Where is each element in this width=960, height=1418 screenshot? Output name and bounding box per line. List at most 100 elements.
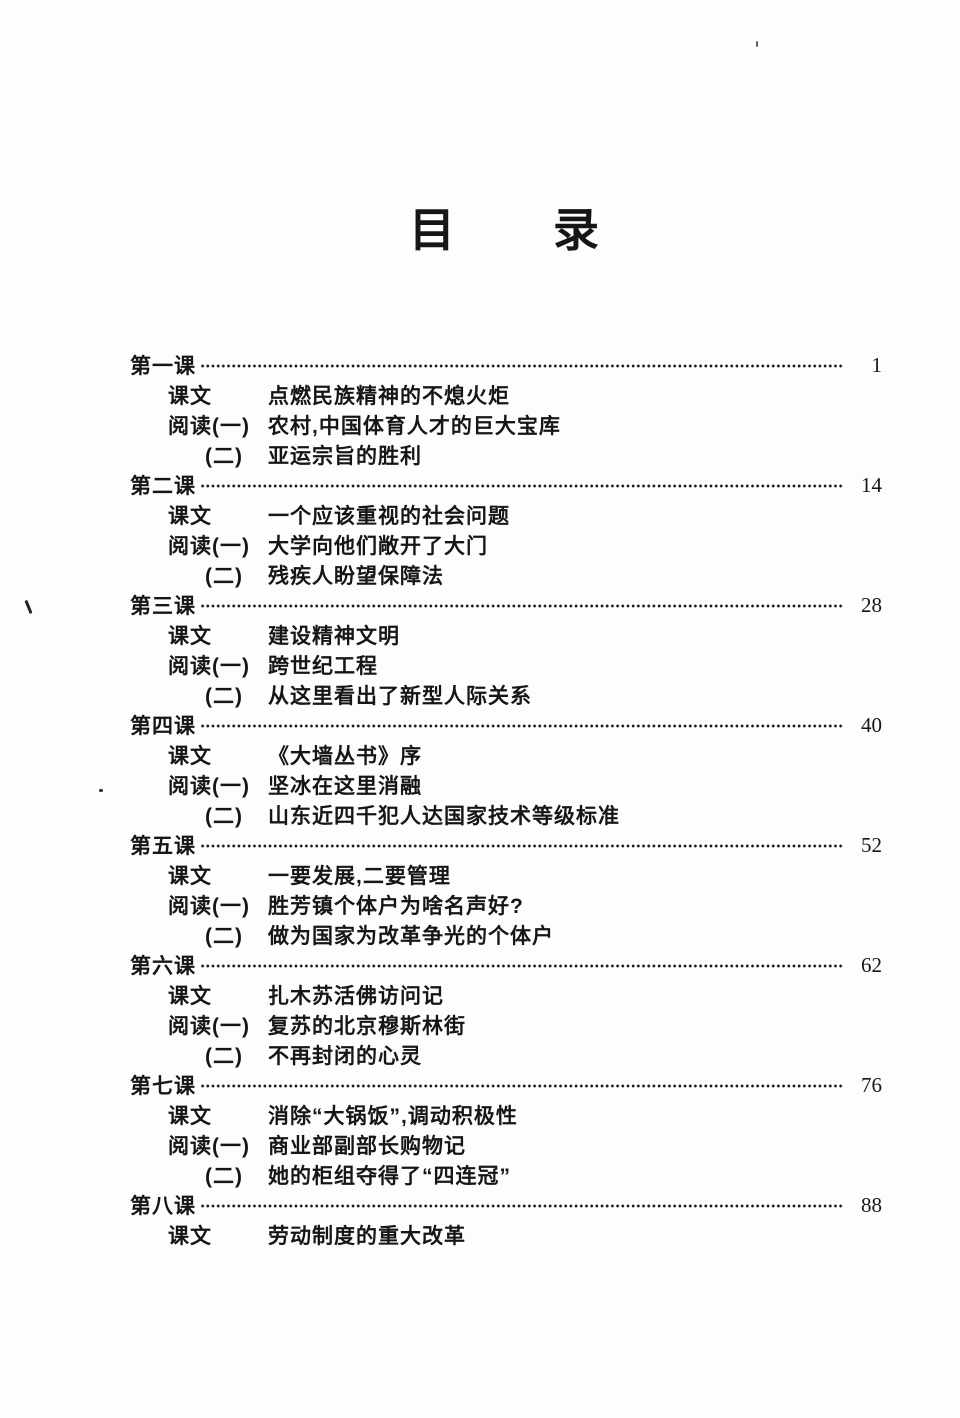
item-label: (二) [205,565,243,588]
item-title: 复苏的北京穆斯林街 [268,1015,466,1038]
item-label: 课文 [168,625,212,648]
toc-item-row: (二) 不再封闭的心灵 [130,1040,882,1070]
item-label: (二) [205,1165,243,1188]
lesson-header-row: 第七课 76 [130,1070,882,1100]
item-title: 一个应该重视的社会问题 [268,505,510,528]
toc-item-row: 课文 消除“大锅饭”,调动积极性 [130,1100,882,1130]
dot-leader [200,950,843,980]
dot-leader [200,350,843,380]
toc-lesson-7: 第七课 76 课文 消除“大锅饭”,调动积极性 阅读(一) 商业部副部长购物记 … [130,1070,882,1190]
item-label: (二) [205,685,243,708]
item-title: 建设精神文明 [268,625,400,648]
item-title: 坚冰在这里消融 [268,775,422,798]
dot-leader [200,1070,843,1100]
lesson-title: 第四课 [130,715,196,738]
toc-item-row: 阅读(一) 复苏的北京穆斯林街 [130,1010,882,1040]
lesson-page-number: 52 [861,832,882,857]
toc-lesson-4: 第四课 40 课文 《大墙丛书》序 阅读(一) 坚冰在这里消融 (二) 山东近四… [130,710,882,830]
toc-lesson-3: 第三课 28 课文 建设精神文明 阅读(一) 跨世纪工程 (二) 从这里看出了新… [130,590,882,710]
item-title: 农村,中国体育人才的巨大宝库 [268,415,561,438]
item-title: 残疾人盼望保障法 [268,565,444,588]
item-label: 课文 [168,505,212,528]
lesson-title: 第八课 [130,1195,196,1218]
toc-lesson-1: 第一课 1 课文 点燃民族精神的不熄火炬 阅读(一) 农村,中国体育人才的巨大宝… [130,350,882,470]
item-title: 扎木苏活佛访问记 [268,985,444,1008]
scan-artifact-speck [756,41,758,47]
item-label: 阅读(一) [168,1135,250,1158]
item-label: 课文 [168,745,212,768]
item-title: 商业部副部长购物记 [268,1135,466,1158]
toc-item-row: 阅读(一) 大学向他们敞开了大门 [130,530,882,560]
item-label: 阅读(一) [168,895,250,918]
item-label: 阅读(一) [168,415,250,438]
item-title: 山东近四千犯人达国家技术等级标准 [268,805,620,828]
item-title: 做为国家为改革争光的个体户 [268,925,554,948]
item-title: 不再封闭的心灵 [268,1045,422,1068]
lesson-page-number: 62 [861,952,882,977]
lesson-title: 第五课 [130,835,196,858]
lesson-title: 第一课 [130,355,196,378]
lesson-page-number: 88 [861,1192,882,1217]
dot-leader [200,830,843,860]
scan-artifact-dot [99,789,103,792]
item-title: 一要发展,二要管理 [268,865,451,888]
lesson-header-row: 第四课 40 [130,710,882,740]
toc-item-row: 课文 扎木苏活佛访问记 [130,980,882,1010]
toc-item-row: 课文 点燃民族精神的不熄火炬 [130,380,882,410]
item-title: 胜芳镇个体户为啥名声好? [268,895,524,918]
toc-item-row: (二) 残疾人盼望保障法 [130,560,882,590]
toc-item-row: 阅读(一) 坚冰在这里消融 [130,770,882,800]
item-title: 点燃民族精神的不熄火炬 [268,385,510,408]
lesson-header-row: 第六课 62 [130,950,882,980]
item-label: 课文 [168,865,212,888]
item-label: 阅读(一) [168,655,250,678]
dot-leader [200,1190,843,1220]
toc-item-row: 阅读(一) 跨世纪工程 [130,650,882,680]
toc-item-row: (二) 亚运宗旨的胜利 [130,440,882,470]
toc-item-row: 阅读(一) 商业部副部长购物记 [130,1130,882,1160]
toc-item-row: 课文 一个应该重视的社会问题 [130,500,882,530]
toc-item-row: (二) 做为国家为改革争光的个体户 [130,920,882,950]
toc-item-row: 课文 一要发展,二要管理 [130,860,882,890]
lesson-page-number: 1 [871,352,883,377]
toc-item-row: 课文 建设精神文明 [130,620,882,650]
toc-item-row: (二) 从这里看出了新型人际关系 [130,680,882,710]
lesson-header-row: 第五课 52 [130,830,882,860]
item-title: 《大墙丛书》序 [268,745,422,768]
item-label: 课文 [168,985,212,1008]
toc-lesson-8: 第八课 88 课文 劳动制度的重大改革 [130,1190,882,1250]
page-title: 目 录 [409,204,601,256]
dot-leader [200,710,843,740]
toc-item-row: 阅读(一) 农村,中国体育人才的巨大宝库 [130,410,882,440]
lesson-header-row: 第二课 14 [130,470,882,500]
lesson-title: 第二课 [130,475,196,498]
lesson-page-number: 28 [861,592,882,617]
toc-item-row: (二) 山东近四千犯人达国家技术等级标准 [130,800,882,830]
toc-lesson-5: 第五课 52 课文 一要发展,二要管理 阅读(一) 胜芳镇个体户为啥名声好? (… [130,830,882,950]
item-label: 阅读(一) [168,1015,250,1038]
toc-item-row: (二) 她的柜组夺得了“四连冠” [130,1160,882,1190]
lesson-header-row: 第八课 88 [130,1190,882,1220]
item-title: 大学向他们敞开了大门 [268,535,488,558]
lesson-page-number: 14 [861,472,882,497]
item-title: 从这里看出了新型人际关系 [268,685,532,708]
item-label: (二) [205,805,243,828]
toc-item-row: 课文 劳动制度的重大改革 [130,1220,882,1250]
table-of-contents: 第一课 1 课文 点燃民族精神的不熄火炬 阅读(一) 农村,中国体育人才的巨大宝… [130,350,882,1250]
lesson-title: 第三课 [130,595,196,618]
item-label: (二) [205,445,243,468]
item-label: 阅读(一) [168,775,250,798]
item-title: 跨世纪工程 [268,655,378,678]
dot-leader [200,590,843,620]
item-title: 亚运宗旨的胜利 [268,445,422,468]
item-label: 课文 [168,385,212,408]
toc-item-row: 阅读(一) 胜芳镇个体户为啥名声好? [130,890,882,920]
lesson-title: 第七课 [130,1075,196,1098]
item-label: 课文 [168,1105,212,1128]
toc-item-row: 课文 《大墙丛书》序 [130,740,882,770]
item-title: 她的柜组夺得了“四连冠” [268,1165,511,1188]
toc-lesson-2: 第二课 14 课文 一个应该重视的社会问题 阅读(一) 大学向他们敞开了大门 (… [130,470,882,590]
item-label: (二) [205,925,243,948]
lesson-header-row: 第三课 28 [130,590,882,620]
